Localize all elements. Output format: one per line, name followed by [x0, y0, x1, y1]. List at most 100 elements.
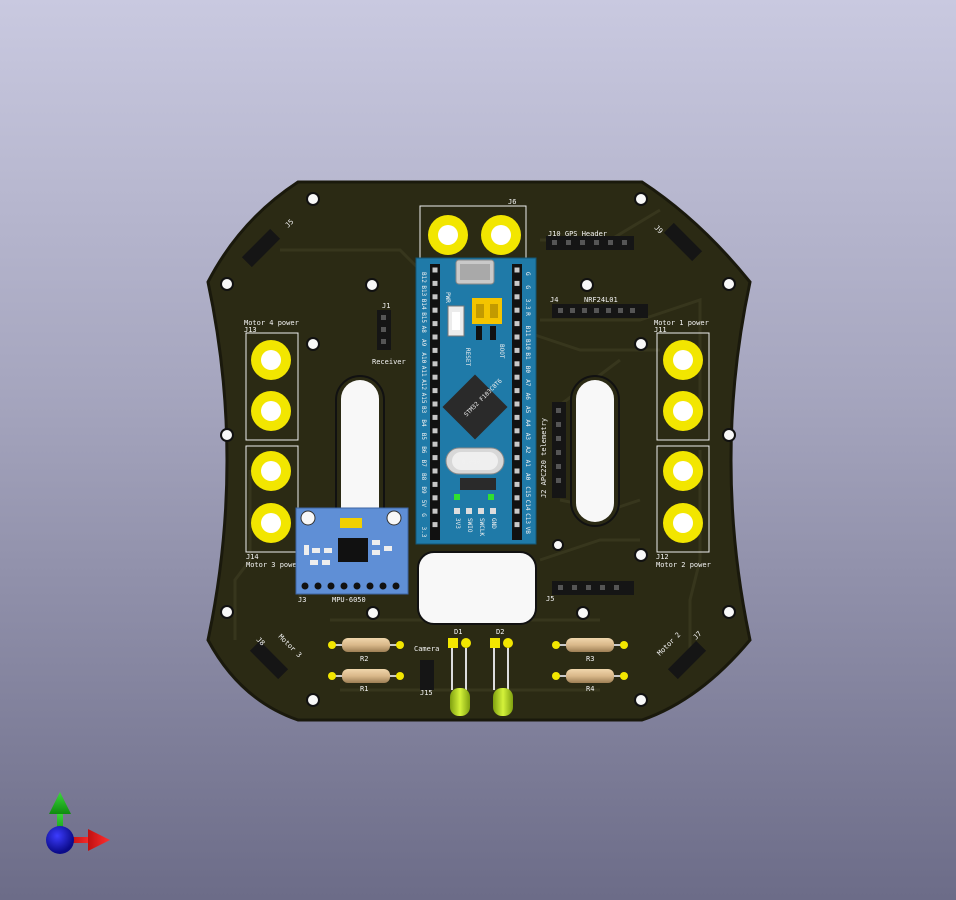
- pin-label-right: C14: [524, 500, 531, 511]
- label-j12: J12: [656, 553, 669, 561]
- pin-label-left: A8: [420, 326, 427, 334]
- pin-dot: [514, 495, 520, 501]
- pin-label-left: 5V: [420, 500, 427, 508]
- label-j15: J15: [420, 689, 433, 697]
- led-d1: D1: [448, 628, 471, 716]
- pin-dot: [432, 428, 438, 434]
- pin-dot: [432, 414, 438, 420]
- crystal-label: 8.000: [462, 459, 480, 466]
- j15-camera-header: Camera J15: [414, 645, 439, 697]
- label-j3: J3: [298, 596, 306, 604]
- pin-label-left: B4: [420, 419, 427, 427]
- pin-label-right: G: [524, 285, 531, 289]
- led-d2: D2: [490, 628, 513, 716]
- pin-dot: [432, 441, 438, 447]
- label-j14: J14: [246, 553, 259, 561]
- j5-header: J5: [241, 218, 296, 268]
- pin-dot: [514, 294, 520, 300]
- pin-dot: [514, 401, 520, 407]
- pin-dot: [514, 428, 520, 434]
- j1-receiver-header: J1 Receiver: [372, 302, 406, 366]
- pin-label-right: B0: [524, 366, 531, 374]
- pin-label-left: A12: [420, 379, 427, 390]
- j14-motor3-power: J14 Motor 3 power: [245, 445, 301, 569]
- pin-label-left: B8: [420, 473, 427, 481]
- pin-dot: [514, 441, 520, 447]
- label-j10: J10 GPS Header: [548, 230, 607, 238]
- pin-label-right: C13: [524, 513, 531, 524]
- pin-label-left: B15: [420, 312, 427, 323]
- j4-nrf-header: J4 NRF24L01: [550, 296, 648, 318]
- pin-dot: [514, 522, 520, 528]
- label-j8: J8: [255, 636, 267, 648]
- j6-power-connector: J6: [419, 198, 527, 263]
- pin-label-right: A5: [524, 406, 531, 414]
- pin-label-right: A0: [524, 473, 531, 481]
- pin-label-right: B11: [524, 326, 531, 337]
- pin-dot: [432, 374, 438, 380]
- j9-header: J9: [653, 222, 703, 262]
- label-telemetry: J2 APC220 telemetry: [540, 418, 548, 498]
- pin-dot: [432, 455, 438, 461]
- pin-label-right: G: [524, 272, 531, 276]
- label-j11-title: Motor 1 power: [654, 319, 709, 327]
- pin-dot: [432, 347, 438, 353]
- resistor-r2: R2: [328, 638, 404, 663]
- pin-label-right: A1: [524, 460, 531, 468]
- pin-label-right: R: [524, 312, 531, 316]
- pin-dot: [432, 401, 438, 407]
- x-axis-arrow-shaft: [70, 837, 92, 843]
- bluepill-boot-label: BOOT: [498, 344, 505, 359]
- pin-label-right: A7: [524, 379, 531, 387]
- pin-label-left: B5: [420, 433, 427, 441]
- pin-dot: [432, 495, 438, 501]
- pin-dot: [432, 481, 438, 487]
- swd-pin-label: 3V3: [454, 518, 461, 529]
- j10-gps-header: J10 GPS Header: [546, 230, 634, 250]
- pin-label-left: 3.3: [420, 527, 427, 538]
- j12-motor2-power: J12 Motor 2 power: [656, 445, 711, 569]
- label-r2: R2: [360, 655, 368, 663]
- axis-triad: [46, 792, 110, 854]
- label-j6: J6: [508, 198, 516, 206]
- bluepill-reset-label: RESET: [464, 348, 471, 366]
- label-r1: R1: [360, 685, 368, 693]
- pin-label-right: VB: [524, 527, 531, 535]
- resistor-r3: R3: [552, 638, 628, 663]
- label-nrf: NRF24L01: [584, 296, 618, 304]
- pin-dot: [432, 388, 438, 394]
- z-axis-ball-icon: [46, 826, 74, 854]
- label-camera: Camera: [414, 645, 439, 653]
- pin-dot: [514, 334, 520, 340]
- board-cutout: [417, 551, 537, 625]
- pin-label-left: B7: [420, 460, 427, 468]
- pin-label-right: A4: [524, 419, 531, 427]
- pin-label-left: B12: [420, 272, 427, 283]
- pin-label-left: A10: [420, 352, 427, 363]
- pin-dot: [432, 468, 438, 474]
- label-j5: J5: [284, 218, 296, 230]
- pin-label-left: B3: [420, 406, 427, 414]
- y-axis-arrow-shaft: [57, 812, 63, 838]
- pin-label-left: B14: [420, 299, 427, 310]
- j2-telemetry-header: J2 APC220 telemetry: [540, 402, 566, 498]
- pin-dot: [432, 280, 438, 286]
- bluepill-pwr-label: PWR: [444, 292, 451, 303]
- swd-pin-label: SWCLK: [478, 518, 485, 536]
- swd-pin-label: GND: [490, 518, 497, 529]
- resistor-r1: R1: [328, 669, 404, 693]
- label-j7: J7: [692, 630, 704, 642]
- pin-dot: [514, 361, 520, 367]
- pin-dot: [432, 294, 438, 300]
- x-axis-arrow-icon: [88, 829, 110, 851]
- pin-label-left: A15: [420, 393, 427, 404]
- label-d1: D1: [454, 628, 462, 636]
- label-j13-title: Motor 4 power: [244, 319, 299, 327]
- j13-motor4-power: Motor 4 power J13: [244, 319, 299, 441]
- pin-label-right: A3: [524, 433, 531, 441]
- pin-label-left: A9: [420, 339, 427, 347]
- mounting-holes: [220, 192, 736, 707]
- label-j11: J11: [654, 326, 667, 334]
- j11-motor1-power: Motor 1 power J11: [654, 319, 710, 441]
